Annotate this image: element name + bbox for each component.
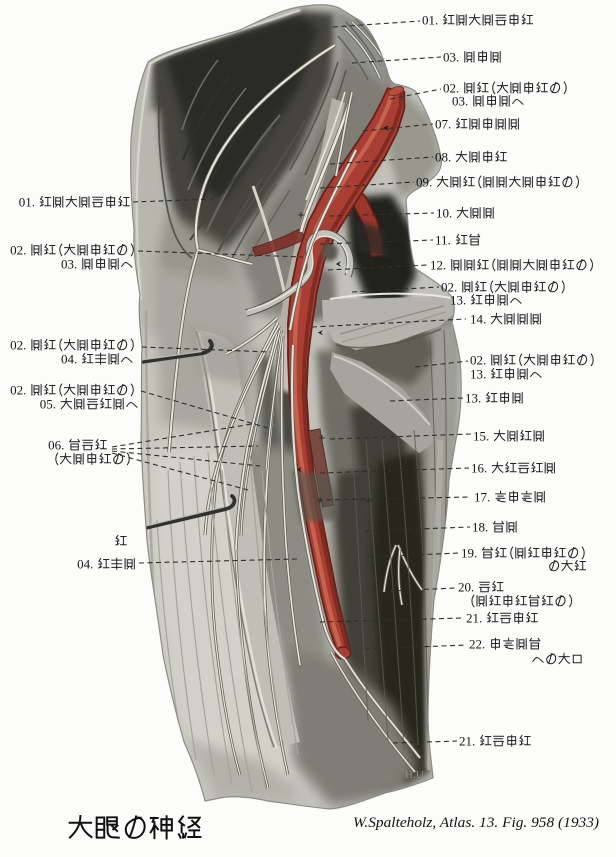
svg-text:02.: 02. [441,280,457,295]
svg-text:13.: 13. [465,391,481,406]
svg-text:15.: 15. [473,429,489,444]
svg-text:18.: 18. [472,520,488,535]
svg-text:16.: 16. [471,461,487,476]
svg-text:02.: 02. [10,243,26,258]
svg-text:02.: 02. [10,338,26,353]
svg-text:02.: 02. [10,383,26,398]
svg-text:01.: 01. [19,195,35,210]
svg-text:21.: 21. [466,611,482,626]
svg-text:19.: 19. [461,546,477,561]
svg-text:08.: 08. [435,150,451,165]
svg-text:12.: 12. [430,258,446,273]
svg-text:04.: 04. [61,352,77,367]
svg-text:13.: 13. [450,293,466,308]
svg-text:02.: 02. [470,353,486,368]
svg-text:09.: 09. [416,175,432,190]
svg-text:06.: 06. [48,438,64,453]
svg-text:20.: 20. [458,580,474,595]
svg-text:17.: 17. [474,490,490,505]
svg-text:11.: 11. [435,233,451,248]
svg-text:H.U: H.U [405,769,424,781]
svg-text:05.: 05. [40,397,56,412]
svg-text:02.: 02. [443,81,459,96]
svg-text:21.: 21. [459,734,475,749]
svg-text:14.: 14. [470,312,486,327]
svg-text:03.: 03. [443,50,459,65]
svg-text:03.: 03. [452,94,468,109]
svg-text:03.: 03. [61,257,77,272]
svg-text:07.: 07. [435,117,451,132]
svg-text:10.: 10. [436,206,452,221]
svg-text:01.: 01. [422,13,438,28]
svg-text:04.: 04. [77,557,93,572]
svg-text:22.: 22. [469,637,485,652]
svg-text:W.Spalteholz, Atlas. 13. Fig.: W.Spalteholz, Atlas. 13. Fig. 958 (1933) [353,815,599,831]
svg-text:13.: 13. [470,367,486,382]
